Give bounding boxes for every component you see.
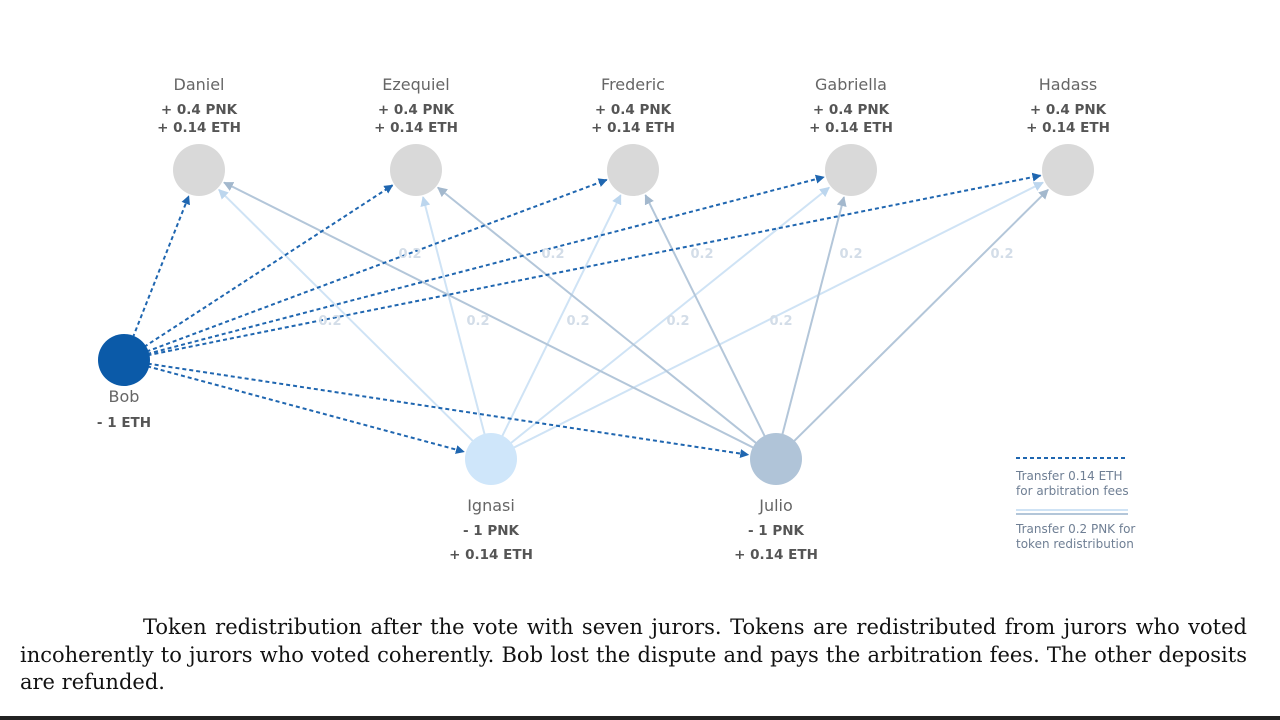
edge-pnk-julio-to-gabriella [775,196,847,458]
node-frederic-amount-1: + 0.14 ETH [591,120,675,136]
bottom-divider [0,716,1280,720]
node-frederic-circle [607,144,659,196]
edge-weight-julio-to-gabriella: 0.2 [839,247,862,262]
node-gabriella-name: Gabriella [815,75,887,94]
node-daniel-name: Daniel [174,75,225,94]
edge-pnk-ignasi-to-gabriella [491,186,830,459]
edge-eth-bob-to-julio [133,360,750,459]
node-bob-amount-0: - 1 ETH [97,415,151,431]
edge-weight-julio-to-hadass: 0.2 [990,247,1013,262]
token-redistribution-diagram: 0.2 0.2 0.2 0.2 0.2 0.2 0.2 0.2 0.2 0.2 Daniel + 0… [97,75,1135,563]
node-bob: Bob - 1 ETH [97,334,151,431]
node-julio: Julio - 1 PNK + 0.14 ETH [734,433,818,563]
node-frederic-amount-0: + 0.4 PNK [595,102,672,118]
node-ignasi-name: Ignasi [467,496,515,515]
edge-labels-layer: 0.2 0.2 0.2 0.2 0.2 0.2 0.2 0.2 0.2 0.2 [318,247,1013,329]
edge-eth-bob-to-ezequiel [131,184,394,356]
node-julio-amount-0: - 1 PNK [748,523,805,539]
node-ezequiel-circle [390,144,442,196]
node-bob-circle [98,334,150,386]
node-hadass-amount-0: + 0.4 PNK [1030,102,1107,118]
edge-weight-ignasi-to-frederic: 0.2 [566,314,589,329]
node-julio-amount-1: + 0.14 ETH [734,547,818,563]
edge-pnk-ignasi-to-ezequiel [420,196,492,458]
node-gabriella-circle [825,144,877,196]
node-daniel-circle [173,144,225,196]
node-ignasi-amount-1: + 0.14 ETH [449,547,533,563]
node-frederic: Frederic + 0.4 PNK + 0.14 ETH [591,75,675,196]
node-julio-circle [750,433,802,485]
node-hadass-circle [1042,144,1094,196]
node-daniel: Daniel + 0.4 PNK + 0.14 ETH [157,75,241,196]
edge-weight-ignasi-to-gabriella: 0.2 [666,314,689,329]
node-hadass: Hadass + 0.4 PNK + 0.14 ETH [1026,75,1110,196]
edges-layer [126,172,1049,459]
edge-pnk-ignasi-to-daniel [218,188,491,459]
edge-pnk-julio-to-daniel [223,181,775,459]
edge-pnk-ignasi-to-hadass [492,181,1044,459]
node-ignasi-amount-0: - 1 PNK [463,523,520,539]
edge-eth-bob-to-ignasi [133,361,465,454]
edge-weight-julio-to-ezequiel: 0.2 [541,247,564,262]
nodes-layer: Daniel + 0.4 PNK + 0.14 ETH Ezequiel + 0.4 P… [97,75,1110,563]
edge-pnk-ignasi-to-frederic [490,194,622,458]
node-hadass-amount-1: + 0.14 ETH [1026,120,1110,136]
edge-weight-julio-to-frederic: 0.2 [690,247,713,262]
node-hadass-name: Hadass [1039,75,1097,94]
node-ignasi-circle [465,433,517,485]
edge-pnk-julio-to-hadass [776,188,1049,459]
node-daniel-amount-0: + 0.4 PNK [161,102,238,118]
node-ezequiel-amount-1: + 0.14 ETH [374,120,458,136]
edge-eth-bob-to-hadass [133,172,1042,360]
edge-eth-bob-to-daniel [126,195,190,352]
node-ignasi: Ignasi - 1 PNK + 0.14 ETH [449,433,533,563]
edge-pnk-julio-to-ezequiel [437,186,776,459]
node-julio-name: Julio [758,496,793,515]
node-gabriella-amount-0: + 0.4 PNK [813,102,890,118]
edge-weight-julio-to-daniel: 0.2 [398,247,421,262]
node-ezequiel-amount-0: + 0.4 PNK [378,102,455,118]
edge-weight-ignasi-to-ezequiel: 0.2 [466,314,489,329]
edge-eth-bob-to-frederic [133,178,608,358]
edge-pnk-julio-to-frederic [644,194,777,458]
node-ezequiel-name: Ezequiel [382,75,449,94]
figure-caption: Token redistribution after the vote with… [20,615,1247,694]
edge-eth-bob-to-gabriella [133,174,825,359]
node-daniel-amount-1: + 0.14 ETH [157,120,241,136]
edge-weight-ignasi-to-daniel: 0.2 [318,314,341,329]
node-gabriella-amount-1: + 0.14 ETH [809,120,893,136]
node-bob-name: Bob [109,387,140,406]
edge-weight-ignasi-to-hadass: 0.2 [769,314,792,329]
node-frederic-name: Frederic [601,75,665,94]
node-ezequiel: Ezequiel + 0.4 PNK + 0.14 ETH [374,75,458,196]
node-gabriella: Gabriella + 0.4 PNK + 0.14 ETH [809,75,893,196]
